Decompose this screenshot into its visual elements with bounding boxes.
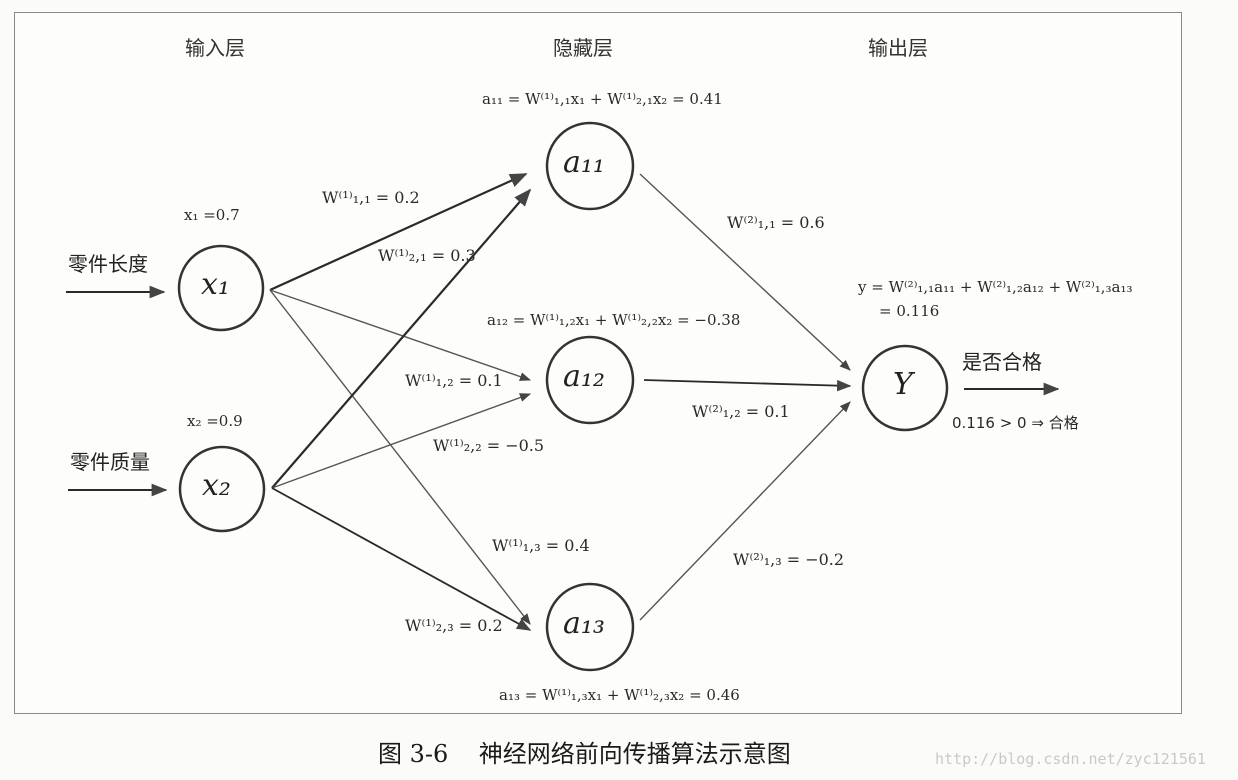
weight-w112: W⁽¹⁾₁,₂ = 0.1 xyxy=(405,371,503,390)
input-value-x2: x₂ =0.9 xyxy=(187,412,243,430)
formula-a13: a₁₃ = W⁽¹⁾₁,₃x₁ + W⁽¹⁾₂,₃x₂ = 0.46 xyxy=(499,686,740,704)
output-name: 是否合格 xyxy=(962,350,1042,374)
watermark: http://blog.csdn.net/zyc121561 xyxy=(935,750,1206,768)
input-value-x1: x₁ =0.7 xyxy=(184,206,240,224)
weight-w123: W⁽¹⁾₂,₃ = 0.2 xyxy=(405,616,503,635)
formula-a12: a₁₂ = W⁽¹⁾₁,₂x₁ + W⁽¹⁾₂,₂x₂ = −0.38 xyxy=(487,311,741,329)
formula-y-line1: y = W⁽²⁾₁,₁a₁₁ + W⁽²⁾₁,₂a₁₂ + W⁽²⁾₁,₃a₁₃ xyxy=(858,278,1133,296)
node-x2 xyxy=(178,445,266,533)
edge-x2-a13 xyxy=(271,487,532,631)
edge-x1-a12 xyxy=(269,289,532,381)
edge-a12-y xyxy=(643,379,852,392)
weight-w213: W⁽²⁾₁,₃ = −0.2 xyxy=(733,550,845,569)
node-label-a11: a₁₁ xyxy=(563,145,605,180)
edge-x2-a12 xyxy=(271,393,532,489)
edge-x1-a11 xyxy=(269,172,528,292)
input-name-x1: 零件长度 xyxy=(68,252,148,276)
weight-w121: W⁽¹⁾₂,₁ = 0.3 xyxy=(378,246,476,265)
node-x1 xyxy=(177,244,265,332)
formula-a11: a₁₁ = W⁽¹⁾₁,₁x₁ + W⁽¹⁾₂,₁x₂ = 0.41 xyxy=(482,90,723,108)
figure-caption: 图 3-6 神经网络前向传播算法示意图 xyxy=(378,740,791,768)
node-a11 xyxy=(545,121,635,211)
layer-title-output: 输出层 xyxy=(868,36,928,60)
node-label-y: Y xyxy=(893,367,913,402)
weight-w211: W⁽²⁾₁,₁ = 0.6 xyxy=(727,213,825,232)
node-label-a12: a₁₂ xyxy=(563,359,605,394)
edge-x2-a11 xyxy=(271,188,532,489)
edge-a11-y xyxy=(639,173,851,371)
edge-x1-a13 xyxy=(269,289,531,625)
node-label-x2: x₂ xyxy=(202,468,231,503)
node-a12 xyxy=(545,335,635,425)
layer-title-input: 输入层 xyxy=(185,36,245,60)
input-name-x2: 零件质量 xyxy=(70,450,150,474)
weight-w212: W⁽²⁾₁,₂ = 0.1 xyxy=(692,402,790,421)
output-decision: 0.116 > 0 ⇒ 合格 xyxy=(952,414,1079,432)
node-a13 xyxy=(545,582,635,672)
node-y xyxy=(861,344,949,432)
formula-y-line2: = 0.116 xyxy=(879,302,940,320)
node-label-x1: x₁ xyxy=(201,267,230,302)
layer-title-hidden: 隐藏层 xyxy=(553,36,613,60)
weight-w122: W⁽¹⁾₂,₂ = −0.5 xyxy=(433,436,545,455)
node-label-a13: a₁₃ xyxy=(563,606,605,641)
weight-w113: W⁽¹⁾₁,₃ = 0.4 xyxy=(492,536,590,555)
edge-a13-y xyxy=(639,401,851,621)
weight-w111: W⁽¹⁾₁,₁ = 0.2 xyxy=(322,188,420,207)
